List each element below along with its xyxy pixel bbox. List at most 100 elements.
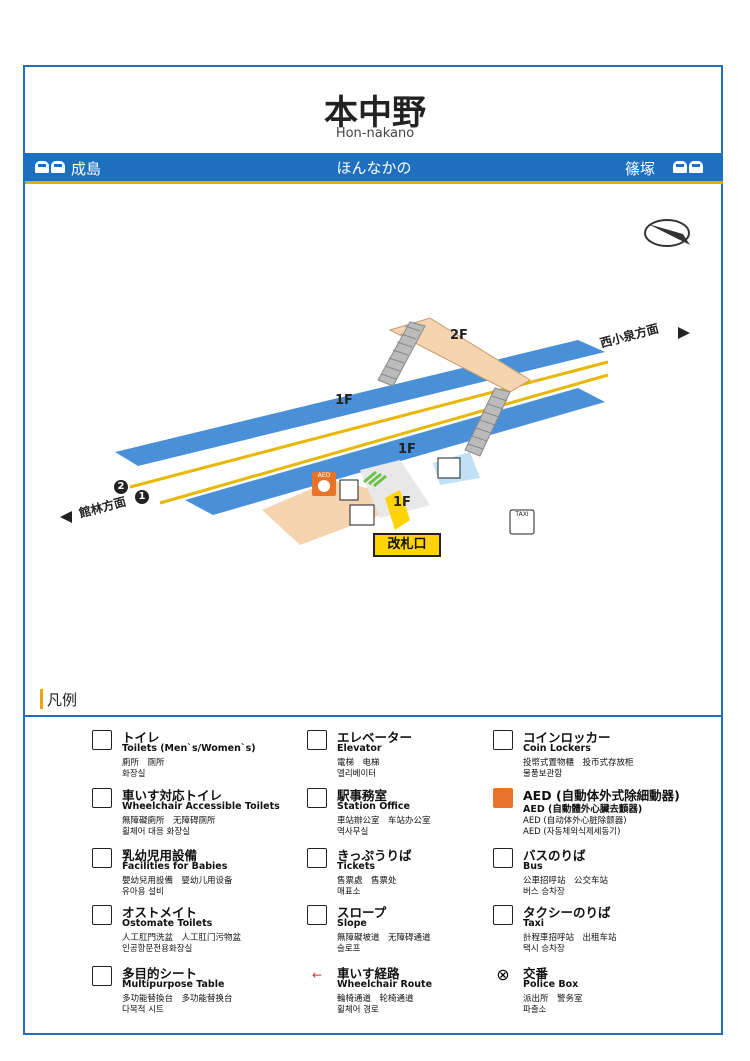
platform-1-marker	[135, 490, 149, 504]
wheelchair-route-icon: ←	[311, 968, 323, 982]
legend-en: Facilities for Babies	[122, 861, 228, 872]
ostomate-icon	[92, 905, 112, 925]
coin-locker-icon	[493, 730, 513, 750]
aed-icon	[493, 788, 513, 808]
direction-band: 成島 ほんなかの 篠塚	[25, 153, 723, 181]
legend-ja: タクシーのりば	[523, 905, 611, 920]
platform-2-marker	[114, 480, 128, 494]
legend-sub2: 유아용 설비	[122, 887, 164, 897]
legend-sub1: AED (自动体外心脏除颤器)	[523, 816, 627, 826]
train-icon-left	[35, 161, 65, 173]
gate-area	[360, 460, 430, 518]
floor-1f-label-a: 1F	[335, 393, 353, 408]
legend-sub1: 無障礙坡道 无障碍通道	[337, 933, 431, 943]
gate-pointer	[385, 490, 410, 530]
track-2	[129, 360, 609, 489]
platform-1	[185, 388, 605, 515]
legend-sub1: 售票處 售票处	[337, 876, 397, 886]
legend-sub2: 다목적 시트	[122, 1005, 164, 1015]
legend-sub2: 인공항문전용화장실	[122, 944, 193, 954]
legend-ja: 多目的シート	[122, 966, 198, 981]
slope-icon	[307, 905, 327, 925]
overpass-2f	[388, 317, 531, 393]
legend-en: AED (自動體外心臟去顫器)	[523, 804, 643, 815]
legend-ja: トイレ	[122, 730, 160, 745]
legend-divider	[25, 715, 723, 717]
arrow-right-icon	[678, 327, 690, 339]
elevator-icon	[307, 730, 327, 750]
legend-sub1: 電梯 电梯	[337, 758, 380, 768]
legend-sub1: 輪椅通道 轮椅通道	[337, 994, 414, 1004]
stairs-left	[377, 321, 426, 387]
legend-ja: きっぷうりば	[337, 848, 412, 863]
legend-sub2: 엘리베이터	[337, 769, 377, 779]
baby-facility-icon	[92, 848, 112, 868]
aed-map-label: AED	[317, 472, 331, 479]
legend-sub1: 計程車招呼站 出租车站	[523, 933, 617, 943]
legend-en: Coin Lockers	[523, 743, 591, 754]
taxi-map-label: TAXI	[515, 511, 529, 518]
legend-en: Multipurpose Table	[122, 979, 225, 990]
legend-ja: 交番	[523, 966, 549, 981]
police-box-icon: ⊗	[496, 965, 510, 984]
map-frame	[23, 65, 723, 1035]
legend-sub2: 슬로프	[337, 944, 361, 954]
gate-machines-icon	[363, 470, 387, 488]
wheelchair-toilet-icon	[92, 788, 112, 808]
direction-right: 篠塚	[625, 160, 656, 178]
floor-1f-label-b: 1F	[398, 442, 416, 457]
multipurpose-table-icon	[92, 966, 112, 986]
legend-en: Taxi	[523, 918, 545, 929]
ticket-gate-label: 改札口	[373, 533, 441, 557]
legend-sub1: 車站辦公室 车站办公室	[337, 816, 431, 826]
legend-sub2: 휠체어 경로	[337, 1005, 379, 1015]
station-name: 本中野	[324, 93, 426, 133]
legend-sub1: 嬰幼兒用設備 婴幼儿用设备	[122, 876, 233, 886]
legend-ja: 車いす経路	[337, 966, 400, 981]
legend-sub2: 화장실	[122, 769, 146, 779]
legend-ja: エレベーター	[337, 730, 413, 745]
toilet-icon	[437, 457, 461, 479]
floor-2f-label: 2F	[450, 328, 468, 343]
ticket-icon	[349, 504, 375, 526]
legend-sub2: 매표소	[337, 887, 361, 897]
legend-sub2: AED (자동체외식제세동기)	[523, 827, 621, 837]
floor-1f-label-c: 1F	[393, 495, 411, 510]
legend-en: Elevator	[337, 743, 382, 754]
taxi-icon	[493, 905, 513, 925]
legend-en: Wheelchair Route	[337, 979, 433, 990]
ticket-icon	[307, 848, 327, 868]
legend-ja: オストメイト	[122, 905, 198, 920]
legend-ja: 駅事務室	[337, 788, 388, 803]
taxi-icon	[509, 509, 535, 535]
toilet-icon	[92, 730, 112, 750]
legend-title: 凡例	[47, 691, 78, 709]
legend-en: Slope	[337, 918, 367, 929]
legend-ja: バスのりば	[523, 848, 586, 863]
legend-ja: AED (自動体外式除細動器)	[523, 788, 680, 803]
arrow-left-icon	[60, 511, 72, 523]
legend-ja: 乳幼児用設備	[122, 848, 198, 863]
bus-icon	[493, 848, 513, 868]
station-name-kana: ほんなかの	[336, 159, 412, 177]
legend-sub2: 역사무실	[337, 827, 369, 837]
legend-en: Station Office	[337, 801, 410, 812]
compass-icon	[644, 219, 690, 247]
legend-en: Bus	[523, 861, 543, 872]
legend-sub2: 파출소	[523, 1005, 547, 1015]
legend-sub2: 버스 승차장	[523, 887, 565, 897]
legend-ja: 車いす対応トイレ	[122, 788, 223, 803]
train-icon-right	[673, 161, 703, 173]
platform-1-number: 1	[138, 491, 146, 502]
station-office-icon	[339, 479, 359, 501]
legend-sub1: 多功能替換台 多功能替换台	[122, 994, 233, 1004]
direction-left: 成島	[71, 160, 102, 178]
aed-icon	[312, 472, 336, 496]
platform-2-number: 2	[117, 481, 125, 492]
band-accent	[25, 181, 723, 184]
legend-sub2: 택시 승차장	[523, 944, 565, 954]
legend-sub2: 물품보관함	[523, 769, 563, 779]
legend-sub2: 휠체어 대응 화장실	[122, 827, 190, 837]
track-1	[159, 373, 609, 505]
